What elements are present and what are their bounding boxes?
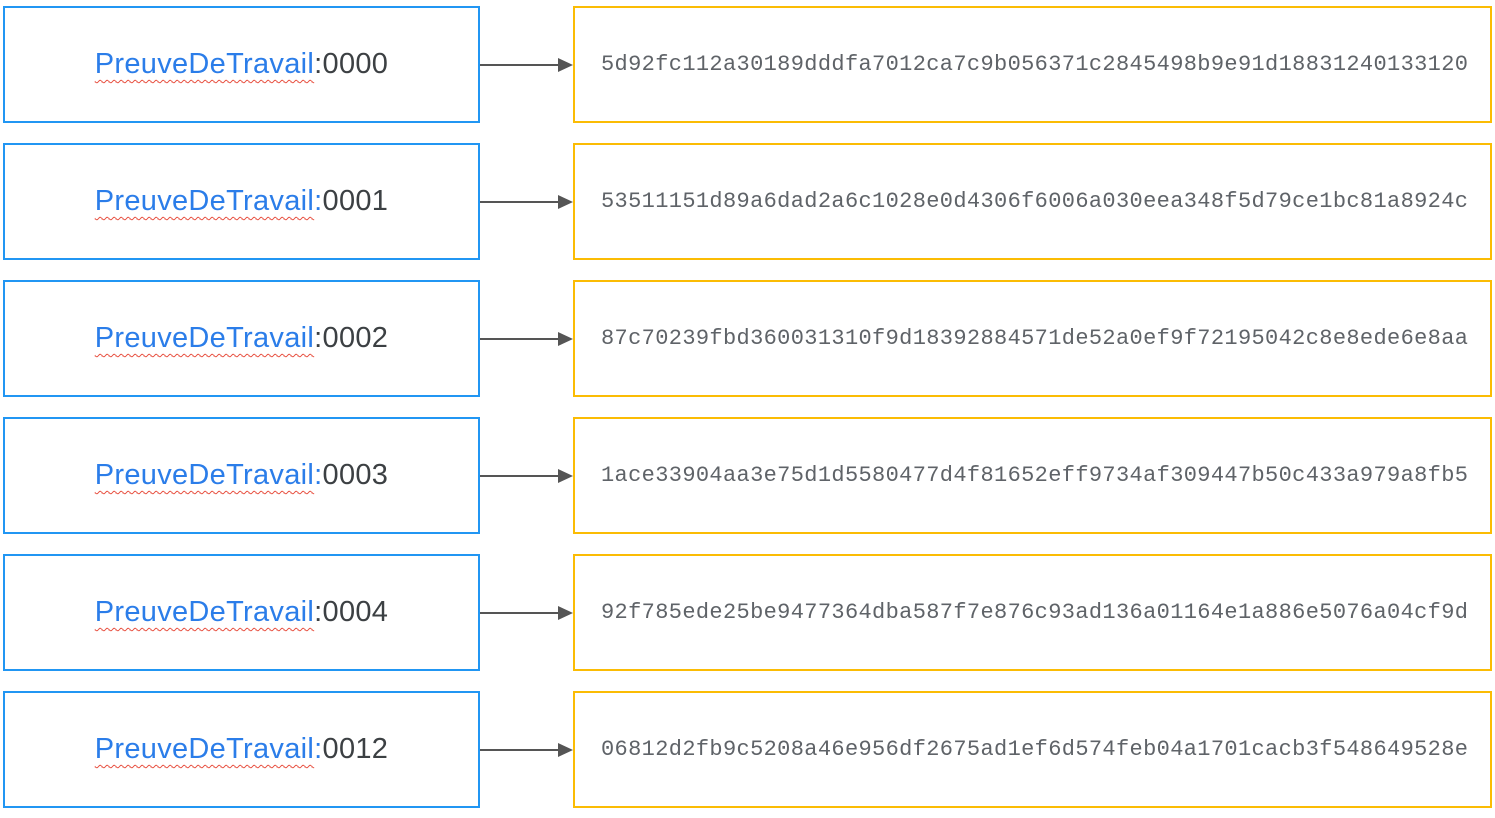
hash-value: 87c70239fbd360031310f9d18392884571de52a0… [601, 326, 1469, 351]
input-box: PreuveDeTravail:0002 [3, 280, 480, 397]
input-box: PreuveDeTravail:0000 [3, 6, 480, 123]
arrow-head [558, 605, 573, 620]
arrow-line [480, 611, 559, 614]
hash-value: 53511151d89a6dad2a6c1028e0d4306f6006a030… [601, 189, 1469, 214]
hash-value: 06812d2fb9c5208a46e956df2675ad1ef6d574fe… [601, 737, 1469, 762]
input-box: PreuveDeTravail:0001 [3, 143, 480, 260]
arrow-right-icon [480, 417, 573, 534]
output-hash-box: 5d92fc112a30189dddfa7012ca7c9b056371c284… [573, 6, 1492, 123]
output-hash-box: 53511151d89a6dad2a6c1028e0d4306f6006a030… [573, 143, 1492, 260]
input-separator: : [314, 459, 323, 491]
input-word: PreuveDeTravail [94, 459, 315, 491]
input-nonce: 0001 [322, 185, 389, 217]
input-nonce: 0003 [322, 459, 389, 491]
input-box: PreuveDeTravail:0003 [3, 417, 480, 534]
arrow-right-icon [480, 280, 573, 397]
input-separator: : [314, 48, 323, 80]
hash-value: 5d92fc112a30189dddfa7012ca7c9b056371c284… [601, 52, 1469, 77]
input-word: PreuveDeTravail [94, 185, 315, 217]
input-nonce: 0012 [322, 733, 389, 765]
arrow-right-icon [480, 691, 573, 808]
input-word: PreuveDeTravail [94, 322, 315, 354]
arrow-right-icon [480, 6, 573, 123]
arrow-right-icon [480, 554, 573, 671]
input-box: PreuveDeTravail:0012 [3, 691, 480, 808]
hash-value: 1ace33904aa3e75d1d5580477d4f81652eff9734… [601, 463, 1469, 488]
arrow-head [558, 468, 573, 483]
output-hash-box: 87c70239fbd360031310f9d18392884571de52a0… [573, 280, 1492, 397]
input-word: PreuveDeTravail [94, 733, 315, 765]
hash-mapping-row: PreuveDeTravail:0003 1ace33904aa3e75d1d5… [3, 417, 1492, 534]
arrow-head [558, 742, 573, 757]
hash-mapping-row: PreuveDeTravail:0012 06812d2fb9c5208a46e… [3, 691, 1492, 808]
arrow-line [480, 748, 559, 751]
hash-mapping-row: PreuveDeTravail:0001 53511151d89a6dad2a6… [3, 143, 1492, 260]
arrow-line [480, 337, 559, 340]
output-hash-box: 1ace33904aa3e75d1d5580477d4f81652eff9734… [573, 417, 1492, 534]
input-separator: : [314, 185, 323, 217]
input-word: PreuveDeTravail [94, 596, 315, 628]
input-box: PreuveDeTravail:0004 [3, 554, 480, 671]
arrow-line [480, 200, 559, 203]
arrow-line [480, 63, 559, 66]
hash-value: 92f785ede25be9477364dba587f7e876c93ad136… [601, 600, 1469, 625]
input-separator: : [314, 733, 323, 765]
output-hash-box: 92f785ede25be9477364dba587f7e876c93ad136… [573, 554, 1492, 671]
input-nonce: 0002 [322, 322, 389, 354]
arrow-head [558, 57, 573, 72]
input-separator: : [314, 322, 323, 354]
hash-mapping-row: PreuveDeTravail:0000 5d92fc112a30189dddf… [3, 6, 1492, 123]
hash-mapping-row: PreuveDeTravail:0004 92f785ede25be947736… [3, 554, 1492, 671]
hash-mapping-row: PreuveDeTravail:0002 87c70239fbd36003131… [3, 280, 1492, 397]
arrow-head [558, 194, 573, 209]
input-word: PreuveDeTravail [94, 48, 315, 80]
output-hash-box: 06812d2fb9c5208a46e956df2675ad1ef6d574fe… [573, 691, 1492, 808]
arrow-right-icon [480, 143, 573, 260]
input-nonce: 0004 [322, 596, 389, 628]
input-separator: : [314, 596, 323, 628]
arrow-line [480, 474, 559, 477]
arrow-head [558, 331, 573, 346]
input-nonce: 0000 [322, 48, 389, 80]
